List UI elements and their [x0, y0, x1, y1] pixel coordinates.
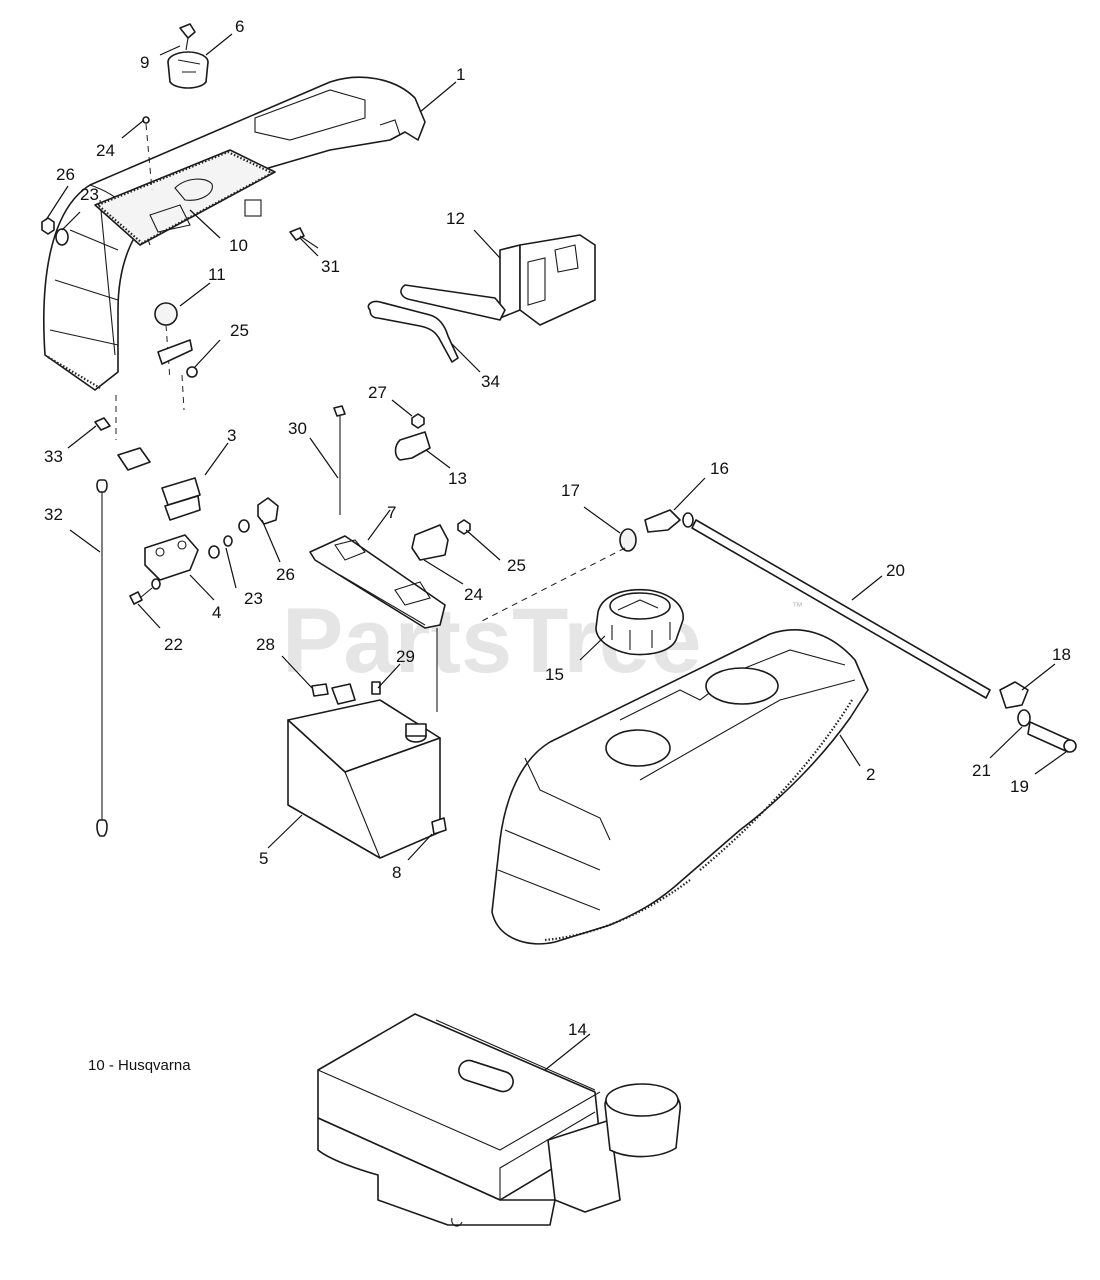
callout-13: 13 [448, 469, 467, 488]
part-21-fitting [1017, 709, 1031, 727]
part-7-battery-tray [309, 535, 446, 712]
callout-15: 15 [545, 665, 564, 684]
callout-8: 8 [392, 863, 401, 882]
part-25-nut-upper [157, 339, 198, 411]
callout-25a: 25 [230, 321, 249, 340]
leader-lines [45, 33, 1067, 1071]
part-3-connectors [117, 447, 201, 521]
part-26-nut-lower [257, 497, 279, 525]
part-9-key [179, 23, 196, 51]
callout-3: 3 [227, 426, 236, 445]
part-30-long-bolt [333, 405, 346, 515]
callout-26b: 26 [276, 565, 295, 584]
callout-30: 30 [288, 419, 307, 438]
part-23-washer-lower [223, 519, 250, 547]
part-32-battery-cable [96, 479, 108, 837]
callout-1: 1 [456, 65, 465, 84]
callout-17: 17 [561, 481, 580, 500]
callout-5: 5 [259, 849, 268, 868]
callout-9: 9 [140, 53, 149, 72]
part-34-rod [367, 300, 459, 363]
part-20-fuel-line [691, 519, 991, 699]
part-1-dash-panel [43, 76, 426, 391]
callout-27: 27 [368, 383, 387, 402]
part-24-screw-upper [142, 116, 153, 191]
callout-18: 18 [1052, 645, 1071, 664]
callout-25b: 25 [507, 556, 526, 575]
callout-21: 21 [972, 761, 991, 780]
part-27-nut [411, 413, 425, 429]
callout-32: 32 [44, 505, 63, 524]
part-11-knob [154, 302, 178, 381]
callout-24b: 24 [464, 585, 483, 604]
part-22-bolt [129, 578, 161, 605]
callout-16: 16 [710, 459, 729, 478]
callout-4: 4 [212, 603, 221, 622]
callout-28: 28 [256, 635, 275, 654]
diagram-note: 10 - Husqvarna [88, 1057, 191, 1074]
callout-7: 7 [387, 503, 396, 522]
callout-24a: 24 [96, 141, 115, 160]
part-13-clip [394, 431, 431, 461]
callout-2: 2 [866, 765, 875, 784]
callout-23a: 23 [80, 185, 99, 204]
part-6-ignition-switch [167, 51, 209, 89]
callout-14: 14 [568, 1020, 587, 1039]
callout-19: 19 [1010, 777, 1029, 796]
callout-10: 10 [229, 236, 248, 255]
part-26-nut-upper [41, 217, 55, 235]
callout-20: 20 [886, 561, 905, 580]
callout-6: 6 [235, 17, 244, 36]
part-18-clamp [999, 681, 1029, 709]
part-17-grommet [619, 528, 637, 552]
part-23-washer-upper [55, 228, 69, 246]
part-12-lever-bracket [400, 234, 596, 326]
part-28-terminal [311, 683, 329, 697]
part-14-fuel-tank [317, 1013, 681, 1227]
callout-31: 31 [321, 257, 340, 276]
watermark-trademark: ™ [792, 601, 803, 613]
part-33-screw [94, 395, 117, 440]
part-15-fuel-cap [595, 588, 684, 656]
fuel-line-dash [479, 547, 626, 623]
part-2-fuel-tank-cover [491, 629, 869, 945]
callout-29: 29 [396, 647, 415, 666]
part-4-solenoid [144, 534, 220, 581]
callout-22: 22 [164, 635, 183, 654]
callout-11: 11 [208, 265, 226, 284]
callout-12: 12 [446, 209, 465, 228]
callout-26a: 26 [56, 165, 75, 184]
part-5-battery [287, 699, 447, 859]
part-29-terminal [331, 681, 381, 705]
callout-34: 34 [481, 372, 500, 391]
callout-23b: 23 [244, 589, 263, 608]
callouts: 1 2 3 4 5 6 7 8 9 10 11 12 13 14 15 16 1… [44, 17, 1071, 1039]
part-31-bolt [289, 227, 319, 249]
part-19-filter [1027, 721, 1077, 753]
part-16-fitting [644, 509, 694, 533]
callout-33: 33 [44, 447, 63, 466]
part-24-relay [411, 524, 449, 561]
